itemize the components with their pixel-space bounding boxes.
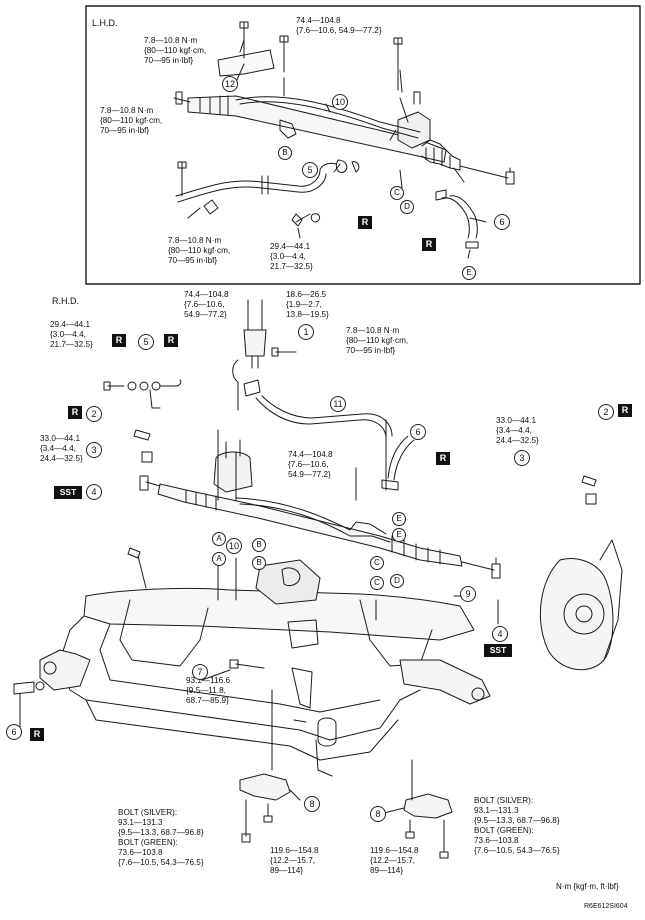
rhd-steering-rack bbox=[139, 379, 501, 579]
lhd-frame bbox=[85, 5, 641, 285]
rhd-callout-8-right: 8 bbox=[370, 806, 386, 822]
rhd-torque-joint: 18.6—26.5 {1.9—2.7, 13.8—19.5} bbox=[286, 290, 329, 319]
rhd-torque-tie-rod-left: 33.0—44.1 {3.4—4.4, 24.4—32.5} bbox=[40, 434, 83, 463]
rhd-sst-tag-right: SST bbox=[484, 644, 512, 657]
rhd-callout-11: 11 bbox=[330, 396, 346, 412]
lhd-torque-hose: 7.8—10.8 N·m {80—110 kgf·cm, 70—95 in·lb… bbox=[168, 236, 231, 265]
rhd-callout-3: 3 bbox=[86, 442, 102, 458]
lhd-callout-6: 6 bbox=[494, 214, 510, 230]
rhd-callout-9: 9 bbox=[460, 586, 476, 602]
rhd-torque-gear-bolt: 74.4—104.8 {7.6—10.6, 54.9—77.2} bbox=[184, 290, 229, 319]
rhd-callout-8-left: 8 bbox=[304, 796, 320, 812]
rhd-torque-gear-bolt-2: 74.4—104.8 {7.6—10.6, 54.9—77.2} bbox=[288, 450, 333, 479]
rhd-replace-tag-cotter-left: R bbox=[68, 406, 82, 419]
rhd-callout-2-right: 2 bbox=[598, 404, 614, 420]
rhd-callout-6: 6 bbox=[410, 424, 426, 440]
rhd-torque-pipe: 7.8—10.8 N·m {80—110 kgf·cm, 70—95 in·lb… bbox=[346, 326, 409, 355]
lhd-torque-union: 29.4—44.1 {3.0—4.4, 21.7—32.5} bbox=[270, 242, 313, 271]
rhd-letter-c-upper: C bbox=[370, 556, 384, 570]
lhd-letter-d: D bbox=[400, 200, 414, 214]
rhd-callout-4-right: 4 bbox=[492, 626, 508, 642]
rhd-replace-tag-hose: R bbox=[436, 452, 450, 465]
rhd-left-fasteners bbox=[103, 379, 597, 505]
rhd-torque-bracket-right: 119.6—154.8 {12.2—15.7, 89—114} bbox=[370, 846, 419, 875]
rhd-torque-union: 29.4—44.1 {3.0—4.4, 21.7—32.5} bbox=[50, 320, 93, 349]
rhd-torque-subframe-bolt: 93.1—116.6 {9.5—11.8, 68.7—85.9} bbox=[186, 676, 231, 705]
rhd-replace-tag-union-right: R bbox=[164, 334, 178, 347]
rhd-callout-7: 7 bbox=[192, 664, 208, 680]
lhd-replace-tag-hose: R bbox=[422, 238, 436, 251]
rhd-callout-5: 5 bbox=[138, 334, 154, 350]
rhd-callout-10: 10 bbox=[226, 538, 242, 554]
rhd-torque-bracket-left: 119.6—154.8 {12.2—15.7, 89—114} bbox=[270, 846, 319, 875]
rhd-callout-3-right: 3 bbox=[514, 450, 530, 466]
rhd-replace-tag-cotter-right: R bbox=[618, 404, 632, 417]
rhd-letter-e: E bbox=[392, 512, 406, 526]
lhd-callout-10: 10 bbox=[332, 94, 348, 110]
rhd-callout-4: 4 bbox=[86, 484, 102, 500]
rhd-letter-a: A bbox=[212, 532, 226, 546]
rhd-letter-c: C bbox=[370, 576, 384, 590]
lhd-letter-c: C bbox=[390, 186, 404, 200]
lhd-steering-rack bbox=[173, 21, 515, 259]
lhd-title: L.H.D. bbox=[92, 18, 118, 28]
rhd-sst-tag-left: SST bbox=[54, 486, 82, 499]
rhd-bolt-spec-right: BOLT (SILVER): 93.1—131.3 {9.5—13.3, 68.… bbox=[474, 796, 560, 855]
lhd-letter-e: E bbox=[462, 266, 476, 280]
rhd-callout-2: 2 bbox=[86, 406, 102, 422]
rhd-letter-b: B bbox=[252, 538, 266, 552]
torque-units-note: N·m {kgf·m, ft·lbf} bbox=[556, 882, 619, 891]
figure-code: R6E612SI604 bbox=[584, 903, 628, 910]
rhd-steering-column-joint bbox=[232, 299, 297, 411]
lhd-replace-tag-union: R bbox=[358, 216, 372, 229]
rhd-callout-6-left: 6 bbox=[6, 724, 22, 740]
lhd-callout-5: 5 bbox=[302, 162, 318, 178]
rhd-title: R.H.D. bbox=[52, 296, 79, 306]
rhd-torque-tie-rod-right: 33.0—44.1 {3.4—4.4, 24.4—32.5} bbox=[496, 416, 539, 445]
rhd-bolt-spec-left: BOLT (SILVER): 93.1—131.3 {9.5—13.3, 68.… bbox=[118, 808, 204, 867]
lhd-letter-b: B bbox=[278, 146, 292, 160]
rhd-replace-tag-union-left: R bbox=[112, 334, 126, 347]
lhd-torque-gear-bolt: 74.4—104.8 {7.6—10.6, 54.9—77.2} bbox=[296, 16, 382, 35]
lhd-callout-12: 12 bbox=[222, 76, 238, 92]
rhd-callout-1: 1 bbox=[298, 324, 314, 340]
rhd-front-subframe bbox=[13, 539, 623, 859]
rhd-letter-a-lower: A bbox=[212, 552, 226, 566]
rhd-replace-tag-bushing: R bbox=[30, 728, 44, 741]
rhd-letter-d: D bbox=[390, 574, 404, 588]
lhd-torque-bracket: 7.8—10.8 N·m {80—110 kgf·cm, 70—95 in·lb… bbox=[144, 36, 207, 65]
rhd-letter-e-lower: E bbox=[392, 528, 406, 542]
lhd-torque-pipe-left: 7.8—10.8 N·m {80—110 kgf·cm, 70—95 in·lb… bbox=[100, 106, 163, 135]
rhd-letter-b-lower: B bbox=[252, 556, 266, 570]
